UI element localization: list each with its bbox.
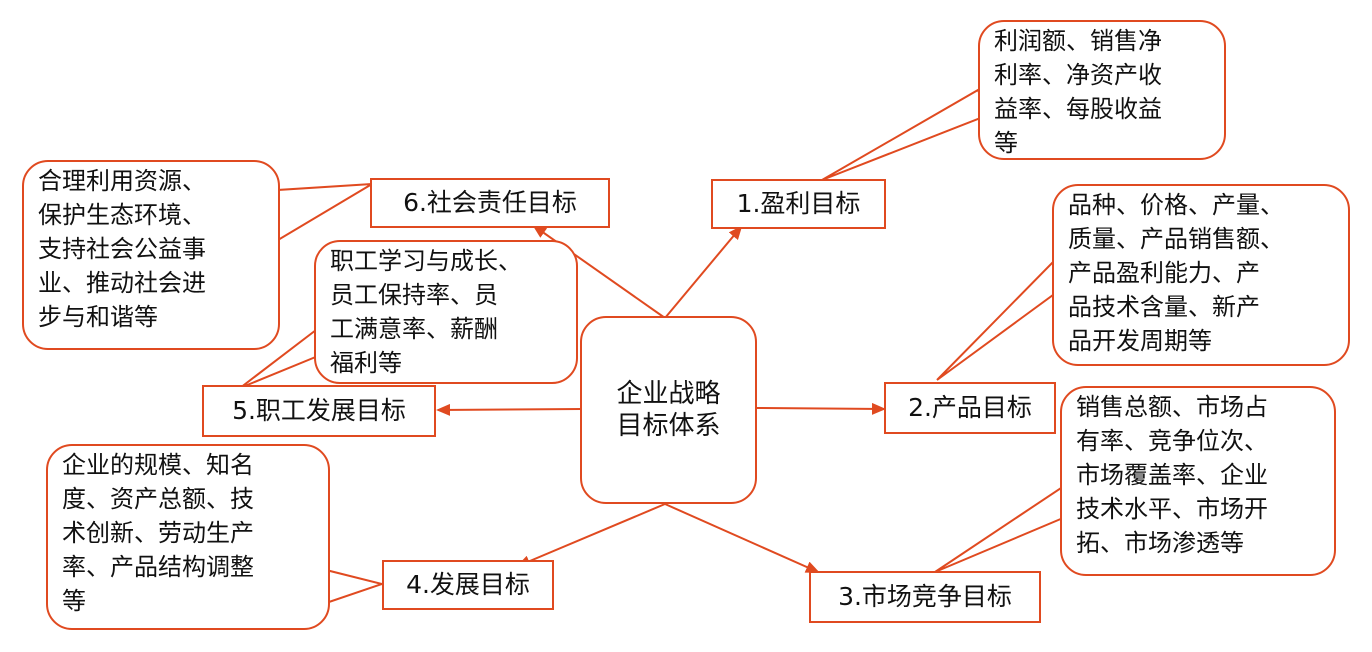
note-product: 品种、价格、产量、 质量、产品销售额、 产品盈利能力、产 品技术含量、新产 品开… [1052, 184, 1350, 366]
center-title-line-1: 企业战略 [616, 378, 721, 409]
goal-staff: 5.职工发展目标 [202, 385, 436, 437]
note-social: 合理利用资源、 保护生态环境、 支持社会公益事 业、推动社会进 步与和谐等 [22, 160, 280, 350]
note-staff: 职工学习与成长、 员工保持率、员 工满意率、薪酬 福利等 [314, 240, 578, 384]
arrow-to-profit-goal [664, 225, 743, 319]
goal-profit: 1.盈利目标 [711, 179, 886, 229]
center-node-strategy-system: 企业战略 目标体系 [580, 316, 757, 504]
center-title-line-2: 目标体系 [616, 411, 721, 441]
note-market: 销售总额、市场占 有率、竞争位次、 市场覆盖率、企业 技术水平、市场开 拓、市场… [1060, 386, 1336, 576]
callout-tail-development [324, 568, 386, 604]
goal-social: 6.社会责任目标 [370, 178, 610, 228]
note-development: 企业的规模、知名 度、资产总额、技 术创新、劳动生产 率、产品结构调整 等 [46, 444, 330, 630]
note-profit: 利润额、销售净 利率、净资产收 益率、每股收益 等 [978, 20, 1226, 160]
arrow-to-product-goal [756, 402, 886, 415]
arrow-to-development-goal [516, 503, 666, 567]
callout-tail-market [934, 486, 1065, 573]
callout-tail-social [277, 183, 373, 242]
goal-product: 2.产品目标 [884, 382, 1056, 434]
goal-development: 4.发展目标 [382, 560, 554, 610]
callout-tail-product [936, 259, 1059, 381]
goal-market: 3.市场竞争目标 [809, 571, 1041, 623]
arrow-to-staff-goal [436, 403, 583, 416]
arrow-to-market-goal [664, 503, 820, 573]
callout-tail-profit [821, 88, 990, 181]
